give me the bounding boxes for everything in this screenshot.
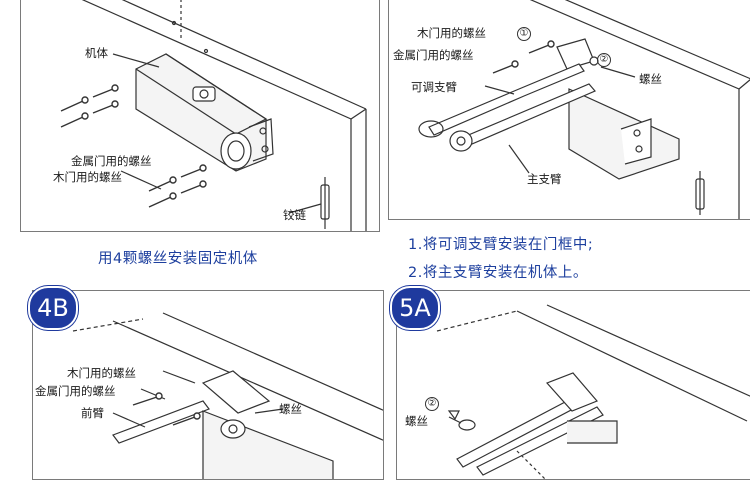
label-adjustable-arm: 可调支臂 xyxy=(411,80,457,94)
label-screw: 螺丝 xyxy=(279,402,302,416)
label-wood-door-screws: 木门用的螺丝 xyxy=(417,26,486,40)
step-5a-illustration xyxy=(436,304,750,479)
marker-2: ② xyxy=(425,397,439,411)
marker-2: ② xyxy=(597,53,611,67)
panel-install-arms: 木门用的螺丝 ① 金属门用的螺丝 ② 可调支臂 螺丝 主支臂 xyxy=(388,0,750,220)
caption-install-body: 用4颗螺丝安装固定机体 xyxy=(98,251,258,267)
marker-1: ① xyxy=(517,27,531,41)
caption-step-1: 1.将可调支臂安装在门框中; xyxy=(408,237,594,253)
label-hinge: 铰链 xyxy=(283,208,306,222)
label-metal-door-screws: 金属门用的螺丝 xyxy=(71,154,152,168)
label-metal-door-screws: 金属门用的螺丝 xyxy=(393,48,474,62)
label-front-arm: 前臂 xyxy=(81,406,104,420)
step-badge-4b: 4B xyxy=(28,286,78,330)
label-wood-door-screws: 木门用的螺丝 xyxy=(53,170,122,184)
caption-step-2: 2.将主支臂安装在机体上。 xyxy=(408,265,588,281)
step-badge-5a: 5A xyxy=(390,286,440,330)
panel-4b: 木门用的螺丝 金属门用的螺丝 前臂 螺丝 xyxy=(32,290,384,480)
label-screw: 螺丝 xyxy=(405,414,428,428)
label-body: 机体 xyxy=(85,46,108,60)
panel-5a: ② 螺丝 xyxy=(396,290,750,480)
arm-installation-illustration xyxy=(418,0,750,219)
panel-install-body: 机体 金属门用的螺丝 木门用的螺丝 铰链 xyxy=(20,0,380,232)
label-metal-door-screws: 金属门用的螺丝 xyxy=(35,384,116,398)
door-closer-body-illustration xyxy=(60,0,367,231)
front-arm-illustration xyxy=(72,312,383,479)
label-main-arm: 主支臂 xyxy=(527,172,562,186)
label-screw: 螺丝 xyxy=(639,72,662,86)
label-wood-door-screws: 木门用的螺丝 xyxy=(67,366,136,380)
